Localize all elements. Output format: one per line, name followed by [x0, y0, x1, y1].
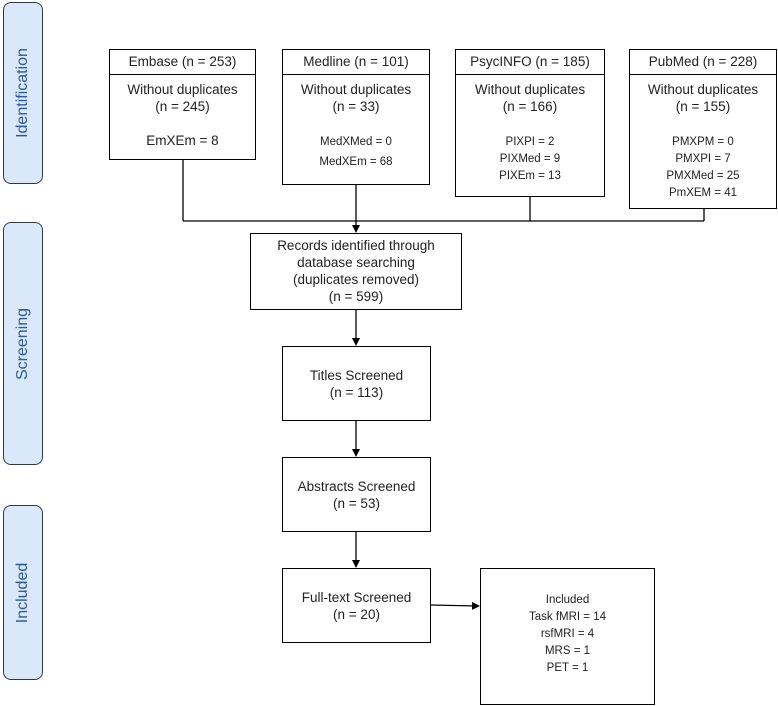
- dedup-label: Without duplicates: [647, 82, 759, 97]
- dedup-label: Without duplicates: [300, 82, 412, 97]
- source-header: Embase (n = 253): [110, 50, 255, 75]
- source-box-embase: Embase (n = 253) Without duplicates (n =…: [109, 49, 256, 160]
- fulltext-screened-box: Full-text Screened (n = 20): [282, 568, 431, 643]
- phase-label: Identification: [14, 48, 31, 138]
- phase-included: Included: [3, 505, 43, 680]
- abstracts-screened-box: Abstracts Screened (n = 53): [282, 457, 431, 532]
- phase-label: Screening: [14, 307, 31, 380]
- dedup-count: (n = 155): [675, 99, 731, 114]
- overlap-line: MedXMed = 0: [320, 136, 392, 148]
- records-identified-box: Records identified through database sear…: [250, 233, 462, 310]
- overlap-line: PMXMed = 25: [666, 170, 740, 182]
- included-title: Included: [545, 594, 590, 606]
- overlap-line: PIXEm = 13: [499, 170, 561, 182]
- source-header: PsycINFO (n = 185): [456, 50, 604, 75]
- included-box: Included Task fMRI = 14 rsfMRI = 4 MRS =…: [480, 568, 655, 705]
- overlap-line: PIXPI = 2: [505, 136, 555, 148]
- abstracts-label: Abstracts Screened: [297, 479, 416, 494]
- included-line: PET = 1: [546, 662, 589, 674]
- phase-label: Included: [14, 562, 31, 623]
- source-box-psycinfo: PsycINFO (n = 185) Without duplicates (n…: [455, 49, 605, 197]
- overlap-line: MedXEm = 68: [319, 156, 393, 168]
- records-line: Records identified through: [277, 238, 435, 253]
- fulltext-to-included-arrow: [429, 601, 480, 610]
- records-line: (duplicates removed): [292, 272, 420, 287]
- source-header: Medline (n = 101): [283, 50, 429, 75]
- titles-count: (n = 113): [329, 385, 384, 400]
- overlap-line: PMXPM = 0: [672, 136, 734, 148]
- included-line: rsfMRI = 4: [540, 628, 595, 640]
- abstracts-count: (n = 53): [333, 496, 380, 511]
- overlap-line: PmXEM = 41: [668, 187, 738, 199]
- phase-screening: Screening: [3, 222, 43, 465]
- records-line: (n = 599): [328, 289, 384, 304]
- dedup-count: (n = 166): [502, 99, 558, 114]
- fulltext-count: (n = 20): [333, 607, 380, 622]
- titles-label: Titles Screened: [309, 368, 404, 383]
- phase-identification: Identification: [3, 2, 43, 184]
- dedup-label: Without duplicates: [474, 82, 586, 97]
- fulltext-label: Full-text Screened: [301, 590, 412, 605]
- overlap-line: PMXPI = 7: [675, 153, 731, 165]
- records-line: database searching: [297, 255, 415, 270]
- source-box-medline: Medline (n = 101) Without duplicates (n …: [282, 49, 430, 185]
- source-header: PubMed (n = 228): [630, 50, 776, 75]
- dedup-label: Without duplicates: [127, 82, 238, 97]
- overlap-line: EmXEm = 8: [146, 133, 219, 148]
- dedup-count: (n = 245): [155, 99, 210, 114]
- included-line: MRS = 1: [544, 645, 591, 657]
- dedup-count: (n = 33): [332, 99, 380, 114]
- source-box-pubmed: PubMed (n = 228) Without duplicates (n =…: [629, 49, 777, 209]
- included-line: Task fMRI = 14: [528, 611, 606, 623]
- titles-screened-box: Titles Screened (n = 113): [282, 346, 431, 421]
- overlap-line: PIXMed = 9: [499, 153, 561, 165]
